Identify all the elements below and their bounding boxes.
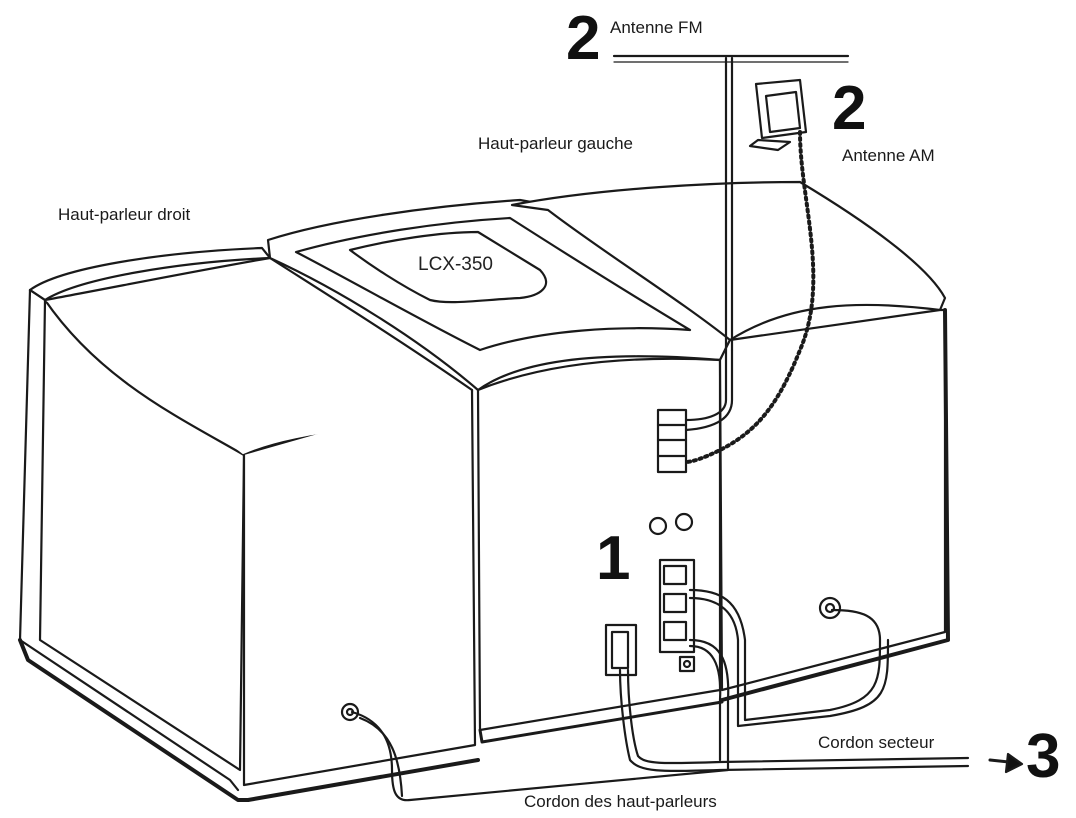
step-number-fm-antenna: 2 (566, 4, 601, 73)
am-antenna (684, 78, 816, 464)
step-number-speakers: 1 (596, 524, 631, 593)
main-unit (266, 198, 732, 744)
right-speaker (18, 246, 480, 802)
left-speaker (510, 180, 950, 702)
label-fm-antenna: Antenne FM (610, 18, 703, 37)
label-power-cord: Cordon secteur (818, 733, 935, 752)
label-speaker-cord: Cordon des haut-parleurs (524, 792, 717, 811)
speaker-cords (350, 588, 890, 802)
power-cord (618, 668, 1024, 774)
label-right-speaker: Haut-parleur droit (58, 205, 191, 224)
step-number-am-antenna: 2 (832, 74, 867, 143)
fm-antenna-wire (612, 54, 850, 432)
label-am-antenna: Antenne AM (842, 146, 935, 165)
model-name: LCX-350 (418, 254, 493, 275)
step-number-power: 3 (1026, 722, 1061, 791)
label-left-speaker: Haut-parleur gauche (478, 134, 633, 153)
